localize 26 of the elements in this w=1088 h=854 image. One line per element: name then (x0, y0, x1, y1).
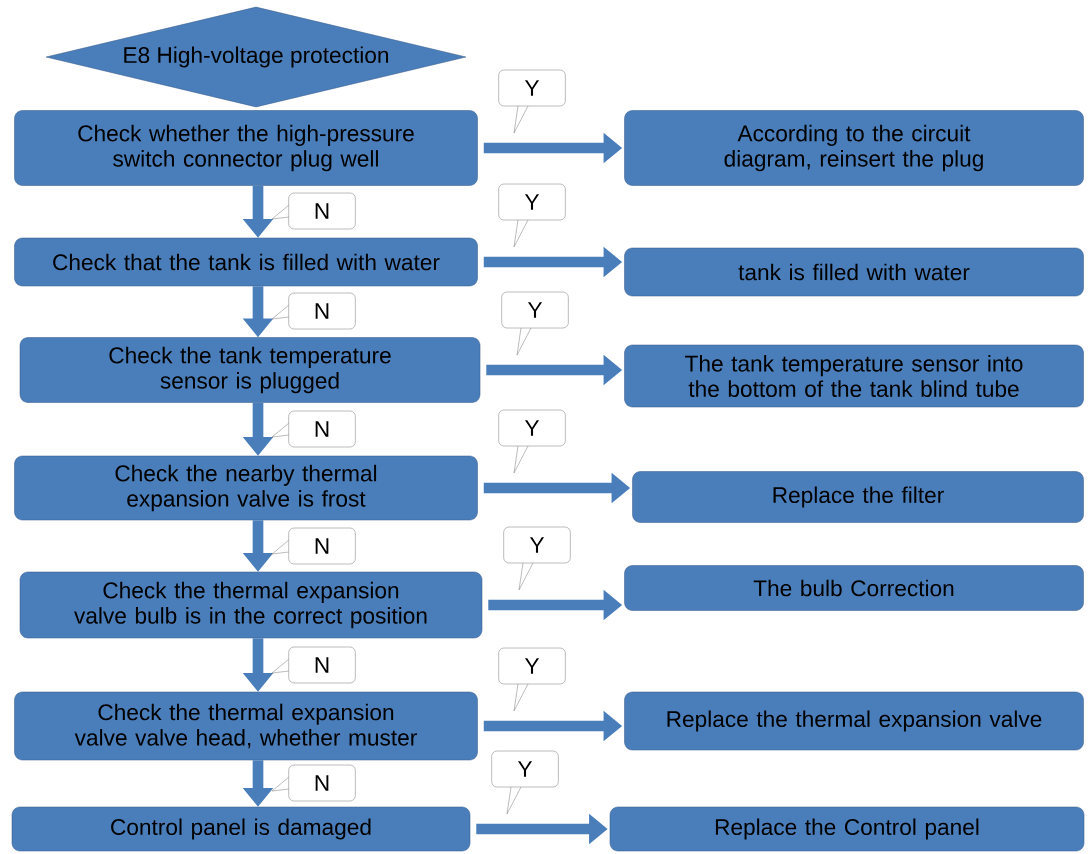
process-box: Replace the filter (632, 471, 1084, 523)
speech-bubble: N (271, 646, 356, 684)
speech-bubble: Y (498, 409, 566, 474)
speech-bubble: Y (498, 69, 566, 134)
process-box: Control panel is damaged (11, 806, 471, 852)
process-box: tank is filled with water (624, 247, 1084, 297)
process-box: Check the tank temperature sensor is plugged (19, 337, 481, 403)
speech-bubble: N (271, 292, 356, 330)
speech-bubble: N (271, 527, 356, 565)
speech-bubble: N (271, 410, 356, 448)
process-box: Check whether the high-pressure switch connector plug well (14, 110, 478, 186)
process-box: Check the thermal expansion valve valve head, whether muster (14, 691, 478, 761)
process-box: The bulb Correction (624, 565, 1084, 611)
speech-bubble: Y (501, 291, 569, 356)
speech-bubble: Y (491, 750, 559, 815)
process-box: Check the nearby thermal expansion valve is frost (14, 455, 478, 521)
process-box: According to the circuit diagram, reinsert the plug (624, 110, 1084, 186)
process-box: Replace the thermal expansion valve (624, 691, 1084, 751)
speech-bubble: Y (503, 526, 571, 591)
process-box: The tank temperature sensor into the bottom of the tank blind tube (624, 344, 1084, 408)
speech-bubble: Y (498, 183, 566, 248)
process-box: Replace the Control panel (609, 806, 1085, 852)
speech-bubble: Y (498, 647, 566, 712)
speech-bubble: N (271, 764, 356, 802)
speech-bubble: N (271, 192, 356, 230)
process-box: Check the thermal expansion valve bulb is in the correct position (19, 571, 483, 639)
